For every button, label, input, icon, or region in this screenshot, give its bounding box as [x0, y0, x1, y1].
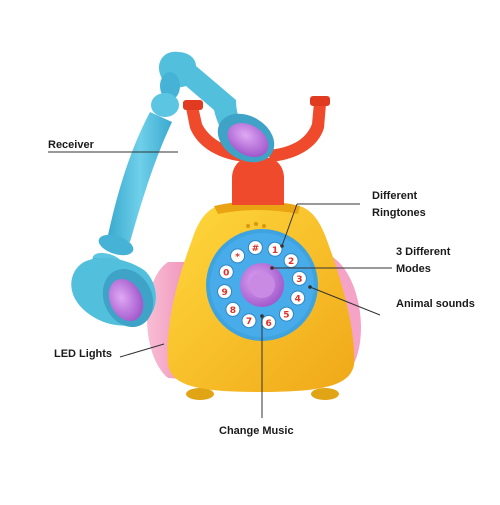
- dial-key[interactable]: *: [230, 248, 246, 264]
- dial-key-label: 5: [283, 311, 289, 321]
- dial-key-button[interactable]: [225, 301, 241, 317]
- dial-key[interactable]: #: [247, 240, 263, 256]
- dial-key-label: #: [252, 244, 260, 254]
- dial-key-label: 3: [296, 275, 302, 285]
- animal-sounds-label: Animal sounds: [396, 298, 475, 310]
- dial-key[interactable]: 1: [267, 241, 283, 257]
- dial-key-label: 9: [221, 288, 227, 298]
- dial-key-button[interactable]: [291, 270, 307, 286]
- dial-key-label: *: [235, 252, 240, 262]
- dial-key[interactable]: 6: [261, 314, 277, 330]
- dial-key[interactable]: 8: [225, 301, 241, 317]
- leader-dots: [260, 244, 312, 318]
- dial-key-button[interactable]: [217, 284, 233, 300]
- dial-key-button[interactable]: [290, 290, 306, 306]
- dial-key[interactable]: 5: [278, 306, 294, 322]
- dial-key[interactable]: 3: [291, 270, 307, 286]
- receiver-handset[interactable]: [71, 51, 283, 336]
- dial-key-button[interactable]: [218, 264, 234, 280]
- dial-key[interactable]: 0: [218, 264, 234, 280]
- dial-key-button[interactable]: [241, 313, 257, 329]
- dial-key-label: 6: [265, 319, 271, 329]
- dial-key-label: 4: [295, 294, 301, 304]
- dial-key-label: 2: [288, 257, 294, 267]
- leader-lines: [48, 151, 392, 418]
- receiver-label: Receiver: [48, 139, 94, 151]
- modes-label-line1: 3 Different: [396, 246, 451, 258]
- ringtones-label-line2: Ringtones: [372, 207, 426, 219]
- dial-key-label: 0: [223, 269, 229, 279]
- dial-key-label: 7: [246, 317, 252, 327]
- modes-label-line2: Modes: [396, 263, 431, 275]
- dial-key-button[interactable]: [230, 248, 246, 264]
- dial-key[interactable]: 7: [241, 313, 257, 329]
- dial-key-label: 8: [230, 306, 236, 316]
- dial-key-button[interactable]: [247, 240, 263, 256]
- change-music-label: Change Music: [219, 425, 294, 437]
- base-feet: [186, 388, 339, 400]
- dial-key[interactable]: 4: [290, 290, 306, 306]
- ringtones-label-line1: Different: [372, 190, 418, 202]
- dial-key-button[interactable]: [267, 241, 283, 257]
- dial-key-button[interactable]: [278, 306, 294, 322]
- led-lights-label: LED Lights: [54, 348, 113, 360]
- dial-key[interactable]: 2: [283, 253, 299, 269]
- dial-key-label: 1: [272, 246, 278, 256]
- dial-key[interactable]: 9: [217, 284, 233, 300]
